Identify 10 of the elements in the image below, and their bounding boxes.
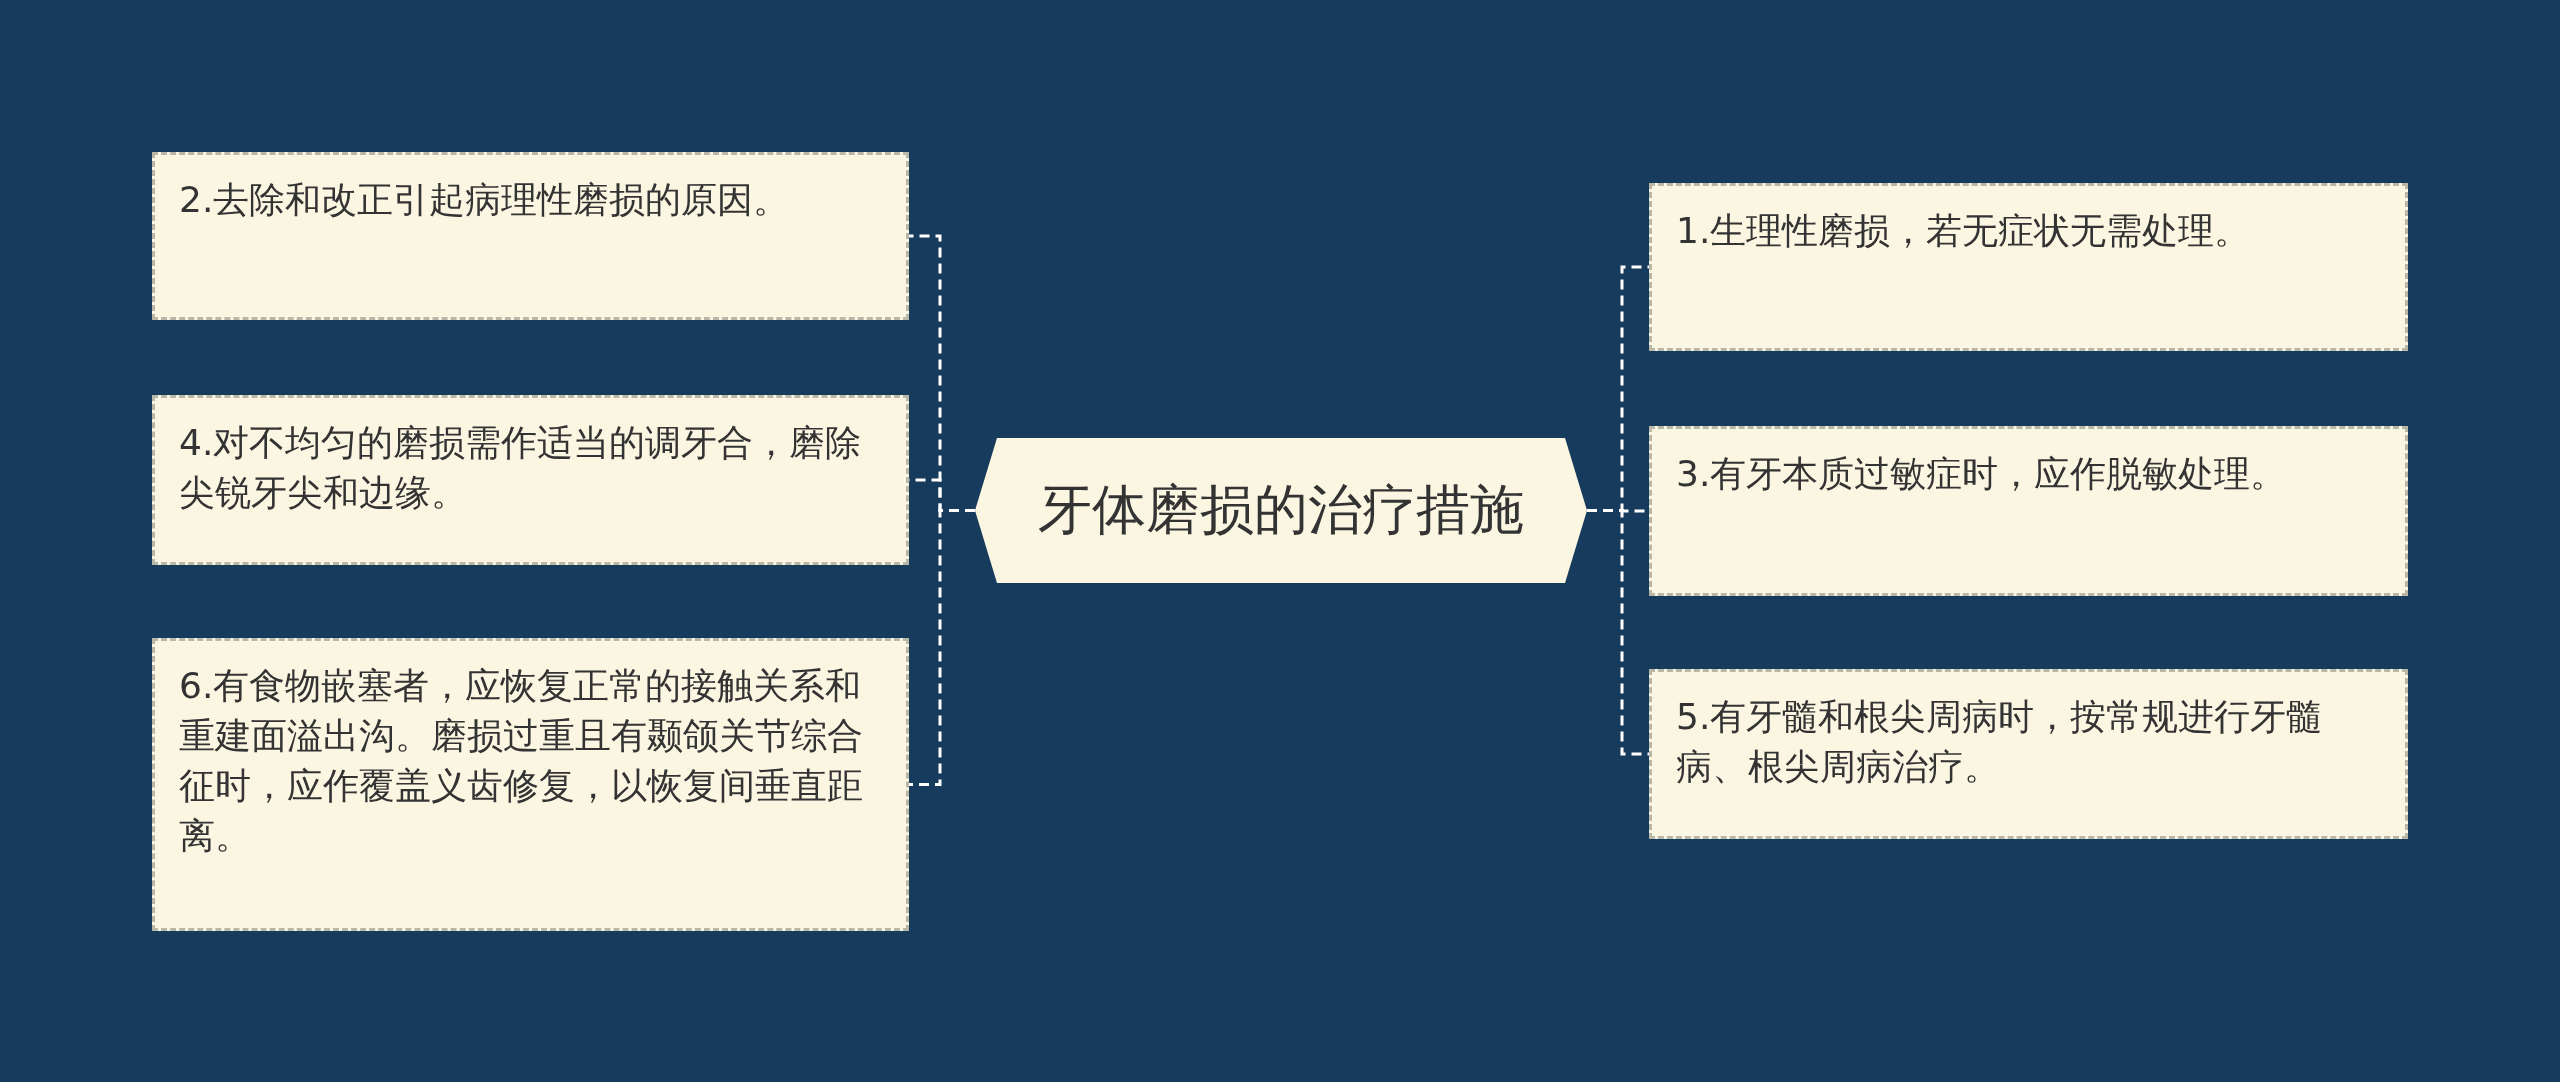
topic-hexagon [975,438,1587,583]
note-box: 6.有食物嵌塞者，应恢复正常的接触关系和重建面溢出沟。磨损过重且有颞颌关节综合征时，应作覆盖义齿修复，以恢复间垂直距离。 [152,638,909,931]
topic-title: 牙体磨损的治疗措施 [1038,477,1524,543]
connector-line [1587,509,1649,756]
connector-line [909,509,975,786]
note-box: 5.有牙髓和根尖周病时，按常规进行牙髓病、根尖周病治疗。 [1649,669,2408,839]
note-box: 2.去除和改正引起病理性磨损的原因。 [152,152,909,320]
note-box: 3.有牙本质过敏症时，应作脱敏处理。 [1649,426,2408,596]
note-box: 1.生理性磨损，若无症状无需处理。 [1649,183,2408,351]
note-box: 4.对不均匀的磨损需作适当的调牙合，磨除尖锐牙尖和边缘。 [152,395,909,565]
